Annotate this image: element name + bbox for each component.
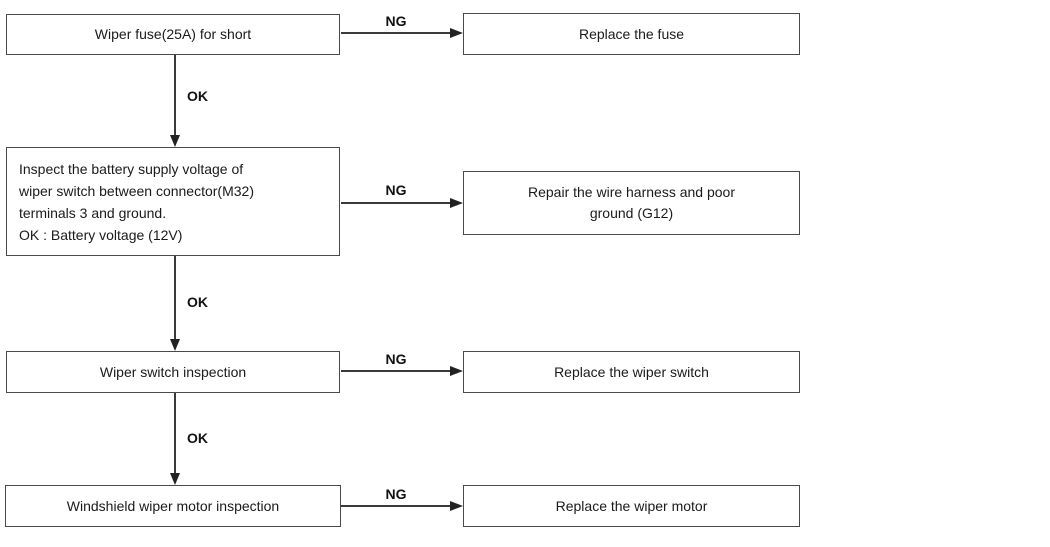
ng-label-3: NG xyxy=(385,351,407,367)
ng-label-4: NG xyxy=(385,486,407,502)
ok-arrow-line-3 xyxy=(174,393,176,473)
check-box-battery-supply-voltage: Inspect the battery supply voltage of wi… xyxy=(6,147,340,256)
check-box-wiper-fuse: Wiper fuse(25A) for short xyxy=(6,14,340,55)
check-box-wiper-switch-inspection: Wiper switch inspection xyxy=(6,351,340,393)
ok-label-1: OK xyxy=(187,88,208,104)
check-box-windshield-wiper-motor-inspection: Windshield wiper motor inspection xyxy=(5,485,341,527)
ok-arrow-line-1 xyxy=(174,55,176,135)
ok-label-2: OK xyxy=(187,294,208,310)
ok-arrowhead-icon-1 xyxy=(169,135,180,147)
ok-arrowhead-icon-2 xyxy=(169,339,180,351)
ng-arrow-line-4 xyxy=(341,505,451,507)
ok-arrowhead-icon-3 xyxy=(169,473,180,485)
ng-arrowhead-icon-4 xyxy=(450,500,463,511)
ng-arrow-line-3 xyxy=(341,370,451,372)
ng-arrowhead-icon-3 xyxy=(450,365,463,376)
ng-arrowhead-icon-2 xyxy=(450,197,463,208)
ng-arrow-line-1 xyxy=(341,32,451,34)
ng-label-1: NG xyxy=(385,13,407,29)
ng-arrow-line-2 xyxy=(341,202,451,204)
ok-label-3: OK xyxy=(187,430,208,446)
ng-label-2: NG xyxy=(385,182,407,198)
ng-arrowhead-icon-1 xyxy=(450,27,463,38)
action-box-replace-wiper-motor: Replace the wiper motor xyxy=(463,485,800,527)
ok-arrow-line-2 xyxy=(174,256,176,339)
action-box-replace-wiper-switch: Replace the wiper switch xyxy=(463,351,800,393)
action-box-replace-fuse: Replace the fuse xyxy=(463,13,800,55)
action-box-repair-wire-harness: Repair the wire harness and poor ground … xyxy=(463,171,800,235)
